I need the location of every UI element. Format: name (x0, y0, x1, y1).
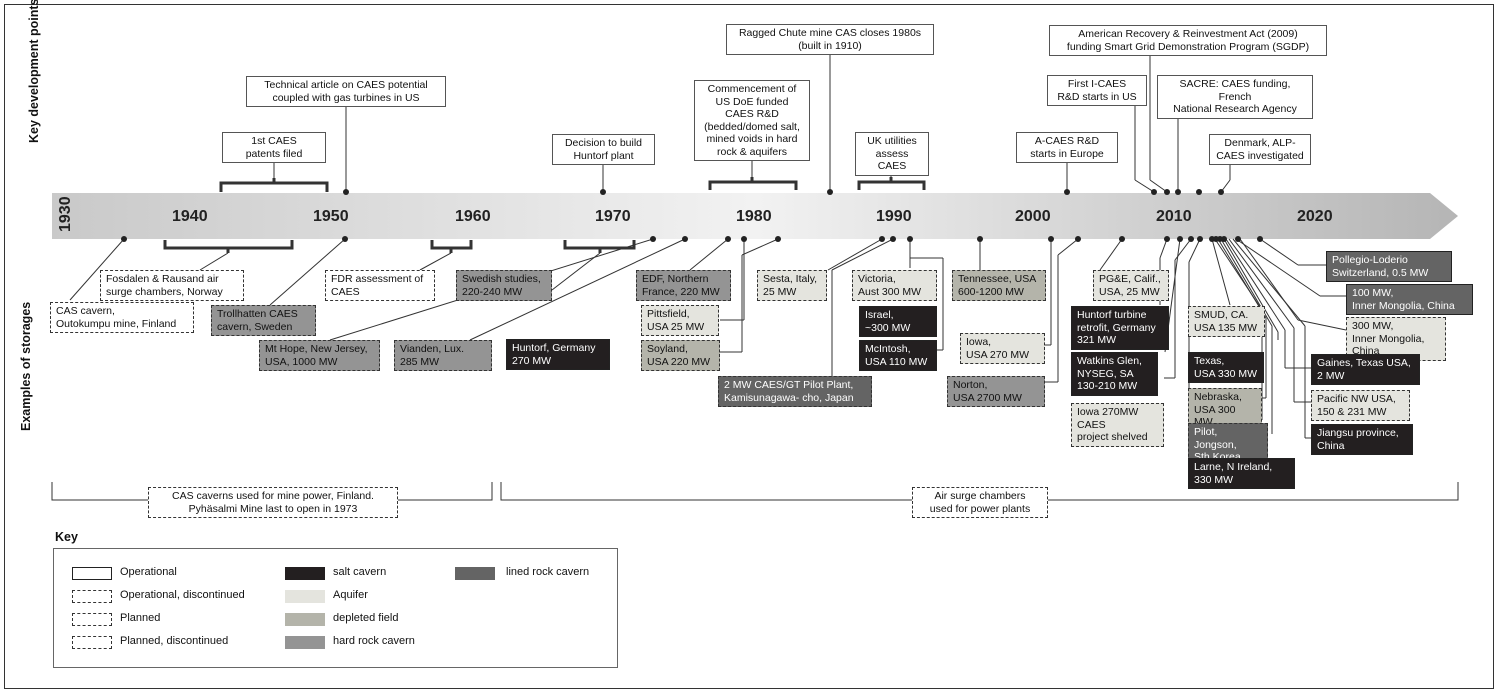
storage-box: 300 MW, Inner Mongolia, China (1346, 317, 1446, 361)
storage-box: Swedish studies, 220-240 MW (456, 270, 552, 301)
dev-technical-article: Technical article on CAES potential coup… (246, 76, 446, 107)
storage-box: Iowa 270MW CAES project shelved (1071, 403, 1164, 447)
storage-box: Tennessee, USA 600-1200 MW (952, 270, 1046, 301)
storage-box: Huntorf turbine retrofit, Germany 321 MW (1071, 306, 1169, 350)
key-swatch-lined (455, 567, 495, 580)
storage-box: Huntorf, Germany 270 MW (506, 339, 610, 370)
dev-acaes-europe: A-CAES R&D starts in Europe (1016, 132, 1118, 163)
storage-box: Pollegio-Loderio Switzerland, 0.5 MW (1326, 251, 1452, 282)
storage-box: Texas, USA 330 MW (1188, 352, 1264, 383)
dev-sacre: SACRE: CAES funding, French National Res… (1157, 75, 1313, 119)
storage-box: Pittsfield, USA 25 MW (641, 305, 719, 336)
era-mine-power: CAS caverns used for mine power, Finland… (148, 487, 398, 518)
storage-box: Fosdalen & Rausand air surge chambers, N… (100, 270, 244, 301)
storage-box: SMUD, CA. USA 135 MW (1188, 306, 1265, 337)
key-swatch-planned-discontinued (72, 636, 112, 649)
key-label: Operational (120, 566, 177, 578)
diagram-frame (4, 4, 1494, 689)
storage-box: Norton, USA 2700 MW (947, 376, 1045, 407)
storage-box: 2 MW CAES/GT Pilot Plant, Kamisunagawa- … (718, 376, 872, 407)
storage-box: Iowa, USA 270 MW (960, 333, 1045, 364)
storage-box: Soyland, USA 220 MW (641, 340, 720, 371)
year-label: 1990 (876, 208, 912, 225)
year-label: 1970 (595, 208, 631, 225)
key-swatch-hard-rock (285, 636, 325, 649)
year-label: 2010 (1156, 208, 1192, 225)
dev-ragged-chute: Ragged Chute mine CAS closes 1980s (buil… (726, 24, 934, 55)
dev-us-doe: Commencement of US DoE funded CAES R&D (… (694, 80, 810, 161)
storage-box: Watkins Glen, NYSEG, SA 130-210 MW (1071, 352, 1158, 396)
storage-box: McIntosh, USA 110 MW (859, 340, 937, 371)
year-label: 2000 (1015, 208, 1051, 225)
storage-box: Vianden, Lux. 285 MW (394, 340, 492, 371)
storage-box: Gaines, Texas USA, 2 MW (1311, 354, 1420, 385)
storage-box: Larne, N Ireland, 330 MW (1188, 458, 1295, 489)
key-swatch-depleted (285, 613, 325, 626)
key-label: hard rock cavern (333, 635, 415, 647)
year-label: 1950 (313, 208, 349, 225)
storage-box: Pacific NW USA, 150 & 231 MW (1311, 390, 1410, 421)
key-label: Planned, discontinued (120, 635, 229, 647)
key-swatch-planned (72, 613, 112, 626)
year-label: 1940 (172, 208, 208, 225)
key-label: depleted field (333, 612, 399, 624)
key-label: Aquifer (333, 589, 368, 601)
storage-box: Jiangsu province, China (1311, 424, 1413, 455)
key-swatch-salt (285, 567, 325, 580)
timeline-arrow (52, 193, 1458, 239)
storage-box: 100 MW, Inner Mongolia, China (1346, 284, 1473, 315)
key-label: Operational, discontinued (120, 589, 245, 601)
key-panel (53, 548, 618, 668)
key-label: salt cavern (333, 566, 387, 578)
dev-denmark-alp: Denmark, ALP- CAES investigated (1209, 134, 1311, 165)
era-air-surge: Air surge chambers used for power plants (912, 487, 1048, 518)
year-label: 1980 (736, 208, 772, 225)
key-swatch-operational-discontinued (72, 590, 112, 603)
storage-box: Mt Hope, New Jersey, USA, 1000 MW (259, 340, 380, 371)
key-swatch-operational (72, 567, 112, 580)
dev-cae-patents: 1st CAES patents filed (222, 132, 326, 163)
year-label: 1960 (455, 208, 491, 225)
storage-box: EDF, Northern France, 220 MW (636, 270, 731, 301)
storage-box: CAS cavern, Outokumpu mine, Finland (50, 302, 194, 333)
year-label: 2020 (1297, 208, 1333, 225)
storage-box: FDR assessment of CAES (325, 270, 435, 301)
key-label: Planned (120, 612, 161, 624)
storage-box: Sesta, Italy, 25 MW (757, 270, 827, 301)
storage-box: Victoria, Aust 300 MW (852, 270, 937, 301)
storage-box: Trollhatten CAES cavern, Sweden (211, 305, 316, 336)
key-title: Key (55, 530, 78, 544)
dev-arra-sgdp: American Recovery & Reinvestment Act (20… (1049, 25, 1327, 56)
dev-uk-utilities: UK utilities assess CAES (855, 132, 929, 176)
storage-box: Israel, ~300 MW (859, 306, 937, 337)
dev-icaes-us: First I-CAES R&D starts in US (1047, 75, 1147, 106)
key-swatch-aquifer (285, 590, 325, 603)
key-label: lined rock cavern (506, 566, 590, 578)
storage-box: PG&E, Calif., USA, 25 MW (1093, 270, 1169, 301)
dev-huntorf-decision: Decision to build Huntorf plant (552, 134, 655, 165)
